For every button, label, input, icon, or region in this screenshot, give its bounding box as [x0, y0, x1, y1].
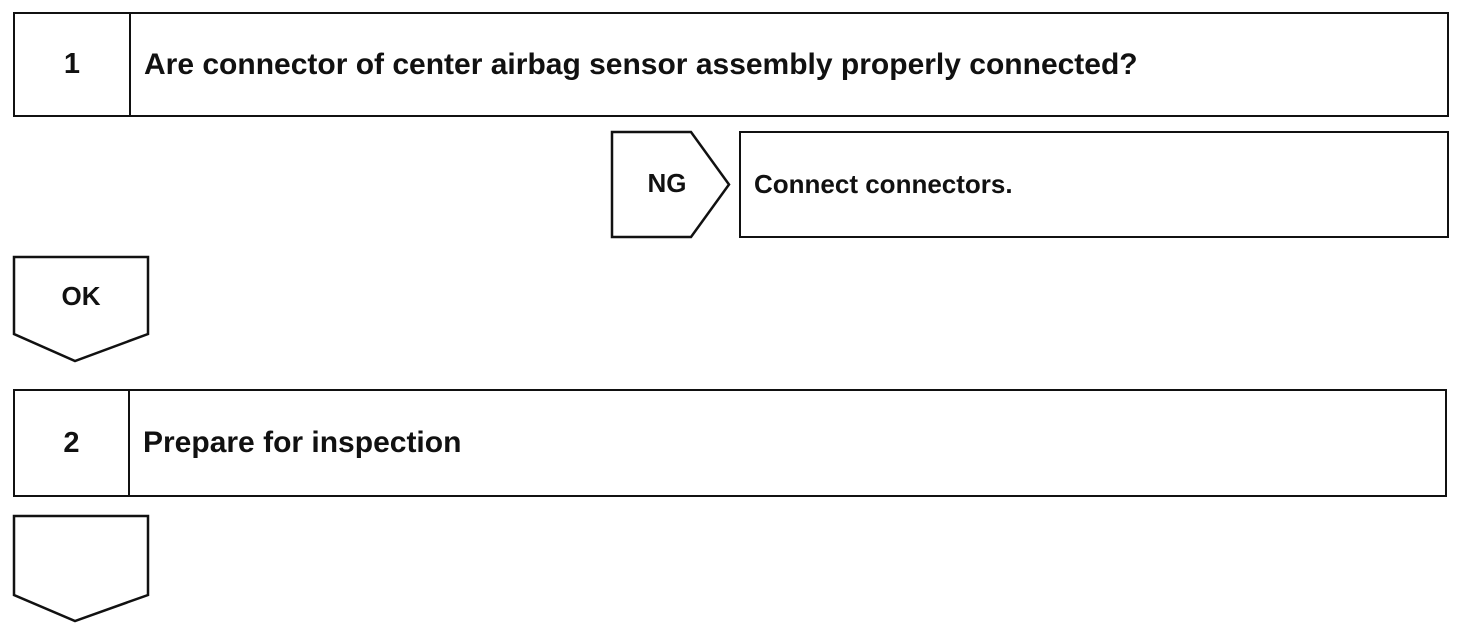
ok-arrow	[12, 255, 150, 363]
step-2-number: 2	[15, 391, 130, 495]
step-1-box: 1 Are connector of center airbag sensor …	[13, 12, 1449, 117]
ng-arrow	[610, 130, 731, 239]
step-2-box: 2 Prepare for inspection	[13, 389, 1447, 497]
next-step-arrow	[12, 514, 150, 623]
ok-label: OK	[61, 281, 101, 311]
step-1-number: 1	[15, 14, 131, 115]
ng-action-box: Connect connectors.	[739, 131, 1449, 238]
step-1-question: Are connector of center airbag sensor as…	[144, 47, 1138, 81]
step-2-instruction: Prepare for inspection	[143, 426, 462, 459]
ng-label: NG	[647, 168, 687, 198]
